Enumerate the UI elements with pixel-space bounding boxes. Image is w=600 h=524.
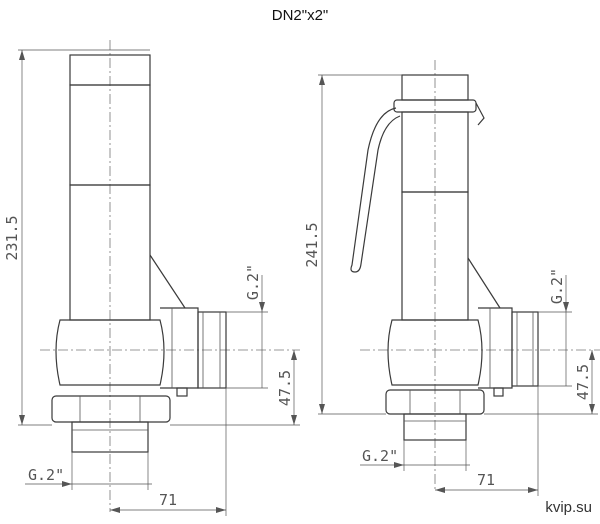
right-outlet-thread-dimension: G.2" — [548, 268, 566, 304]
left-valve-view: 231.5 G.2" 47.5 G.2" 71 — [3, 40, 300, 516]
left-center-to-face-dimension: 71 — [159, 491, 177, 509]
left-height-dimension: 231.5 — [3, 215, 21, 260]
right-outlet-offset-dimension: 47.5 — [574, 364, 592, 400]
inlet-hex-nut — [51, 395, 171, 423]
site-watermark: kvip.su — [545, 499, 592, 516]
outlet-fitting — [511, 311, 539, 387]
outlet-fitting — [197, 311, 227, 389]
right-center-to-face-dimension: 71 — [477, 471, 495, 489]
left-outlet-thread-dimension: G.2" — [244, 264, 262, 300]
drawing-title: DN2"x2" — [272, 7, 329, 24]
right-inlet-thread-dimension: G.2" — [362, 447, 398, 465]
valve-body — [387, 319, 483, 386]
inlet-thread — [403, 413, 467, 441]
right-valve-view: 241.5 G.2" 47.5 G.2" 71 — [303, 60, 600, 496]
lift-lever — [350, 107, 401, 273]
inlet-thread — [71, 421, 149, 453]
left-inlet-thread-dimension: G.2" — [28, 466, 64, 484]
right-height-dimension: 241.5 — [303, 222, 321, 267]
valve-body — [55, 319, 165, 386]
left-outlet-offset-dimension: 47.5 — [276, 370, 294, 406]
